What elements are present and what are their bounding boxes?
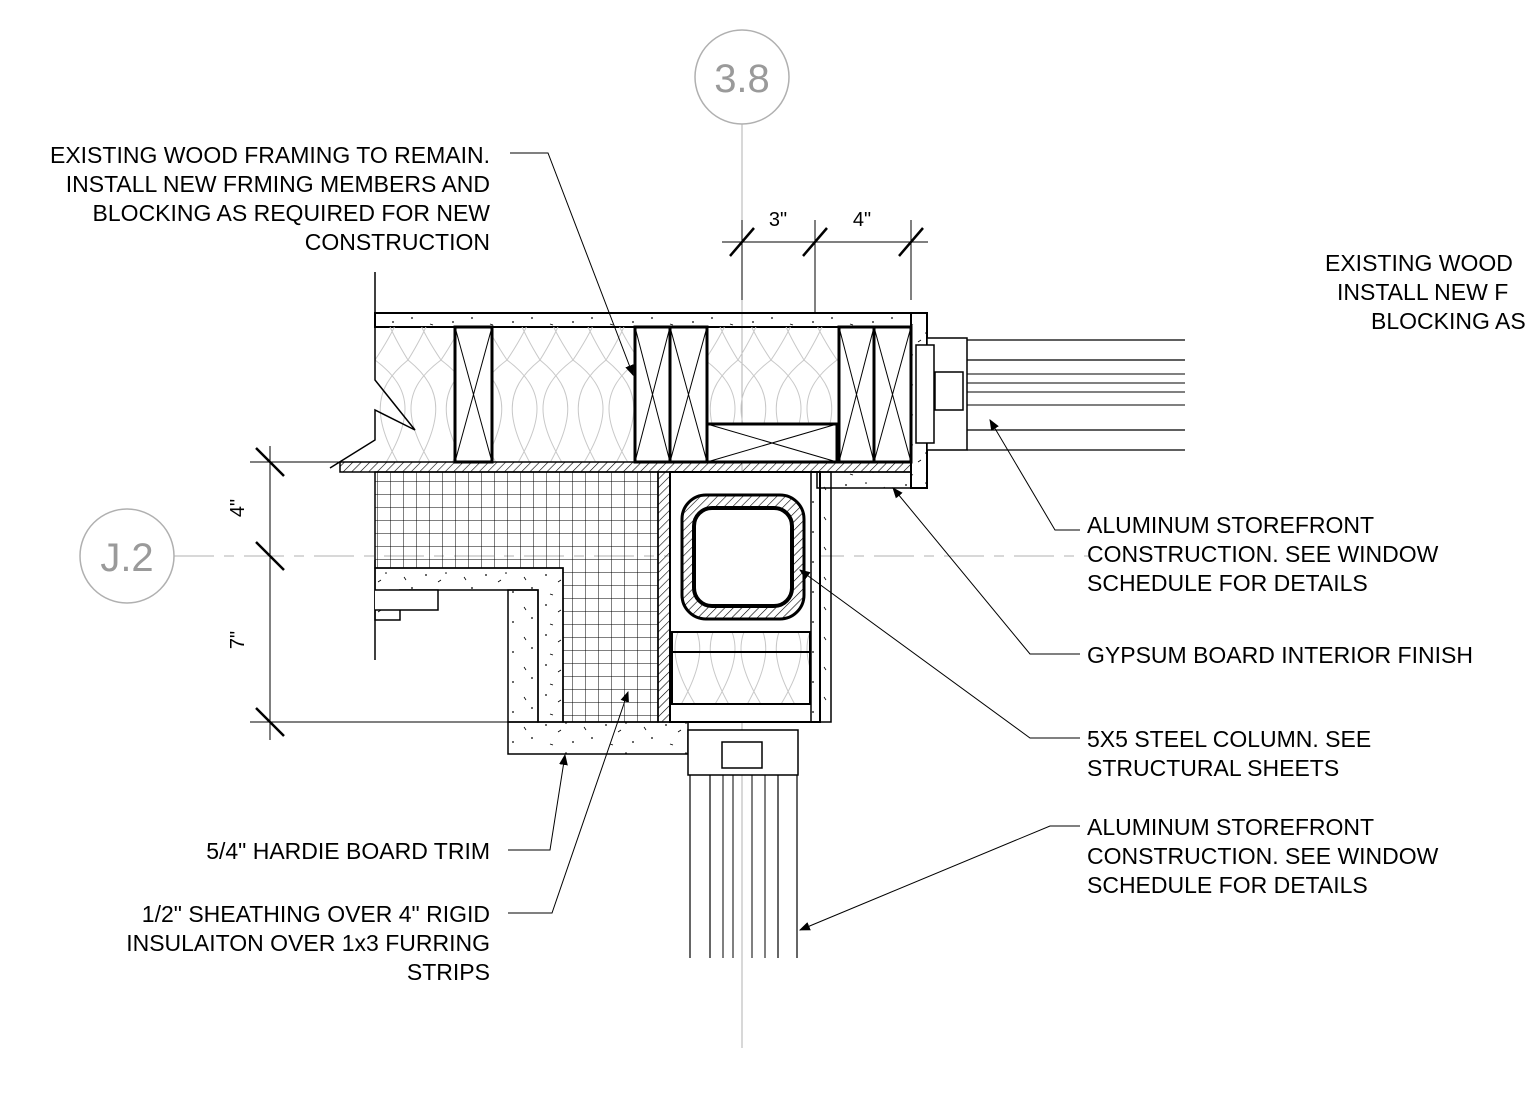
note-line: INSULAITON OVER 1x3 FURRING [126, 930, 490, 956]
grid-label-j-2: J.2 [100, 536, 153, 580]
storefront-upper [915, 337, 1185, 451]
note-line: INSTALL NEW F [1337, 279, 1508, 305]
note-steel-column: 5X5 STEEL COLUMN. SEE STRUCTURAL SHEETS [1087, 726, 1371, 781]
note-line: ALUMINUM STOREFRONT [1087, 814, 1374, 840]
dim-7-inch-side: 7" [227, 631, 249, 649]
note-line: 5/4" HARDIE BOARD TRIM [206, 838, 490, 864]
note-storefront-upper: ALUMINUM STOREFRONT CONSTRUCTION. SEE WI… [1087, 512, 1439, 596]
enclosure-insulation [671, 631, 811, 705]
note-line: CONSTRUCTION. SEE WINDOW [1087, 843, 1439, 869]
dim-3-inch: 3" [769, 209, 787, 231]
sheathing-band [339, 461, 912, 473]
note-line: STRIPS [407, 959, 490, 985]
hardie-trim [374, 567, 689, 755]
note-line: ALUMINUM STOREFRONT [1087, 512, 1374, 538]
furring-strip [657, 471, 671, 723]
note-line: BLOCKING AS REQUIRED FOR NEW [93, 200, 491, 226]
note-line: STRUCTURAL SHEETS [1087, 755, 1339, 781]
note-line: CONSTRUCTION. SEE WINDOW [1087, 541, 1439, 567]
note-storefront-lower: ALUMINUM STOREFRONT CONSTRUCTION. SEE WI… [1087, 814, 1439, 898]
note-sheathing: 1/2" SHEATHING OVER 4" RIGID INSULAITON … [126, 901, 490, 985]
dim-4-inch-side: 4" [227, 499, 249, 517]
grid-label-3-8: 3.8 [714, 57, 770, 101]
grid-marker-3-8: 3.8 [694, 29, 790, 125]
dim-4-inch: 4" [853, 209, 871, 231]
note-gypsum: GYPSUM BOARD INTERIOR FINISH [1087, 642, 1473, 668]
note-line: SCHEDULE FOR DETAILS [1087, 872, 1368, 898]
note-line: SCHEDULE FOR DETAILS [1087, 570, 1368, 596]
storefront-lower [687, 729, 799, 958]
blocking [705, 422, 839, 464]
note-line: EXISTING WOOD FRAMING TO REMAIN. [50, 142, 490, 168]
stud-2 [633, 325, 709, 464]
note-line: CONSTRUCTION [305, 229, 490, 255]
dimension-side: 4" 7" [227, 446, 560, 740]
grid-marker-j-2: J.2 [79, 508, 175, 604]
note-line: BLOCKING AS [1371, 308, 1526, 334]
note-line: INSTALL NEW FRMING MEMBERS AND [66, 171, 490, 197]
note-wood-framing-cropped: EXISTING WOOD INSTALL NEW F BLOCKING AS [1325, 250, 1526, 334]
note-line: GYPSUM BOARD INTERIOR FINISH [1087, 642, 1473, 668]
leaders [508, 152, 1080, 931]
stud-1 [453, 325, 494, 464]
note-hardie-trim: 5/4" HARDIE BOARD TRIM [206, 838, 490, 864]
note-line: EXISTING WOOD [1325, 250, 1513, 276]
note-wood-framing: EXISTING WOOD FRAMING TO REMAIN. INSTALL… [50, 142, 490, 255]
note-line: 1/2" SHEATHING OVER 4" RIGID [142, 901, 490, 927]
stud-3 [837, 325, 913, 464]
steel-column [680, 493, 806, 621]
note-line: 5X5 STEEL COLUMN. SEE [1087, 726, 1371, 752]
dimension-top: 3" 4" [722, 209, 928, 313]
